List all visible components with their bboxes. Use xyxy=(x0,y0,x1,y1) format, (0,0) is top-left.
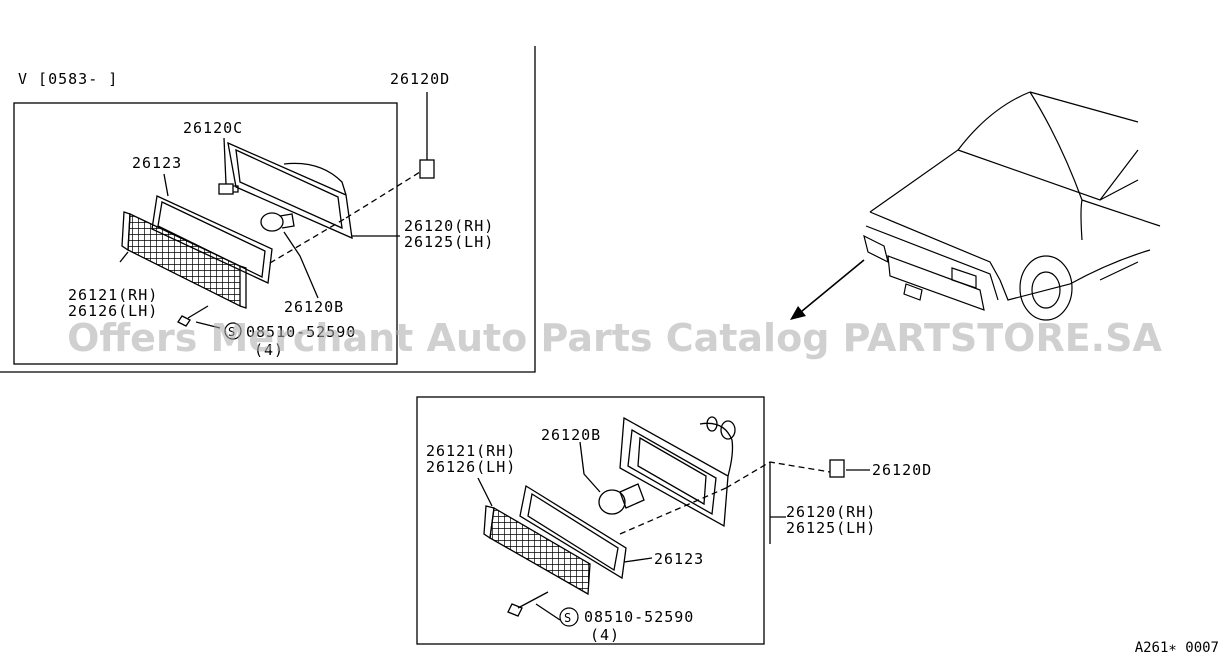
upper-clip xyxy=(419,159,435,179)
lower-clip xyxy=(829,459,845,478)
upper-leaders xyxy=(119,92,428,329)
lower-label-lens-rh: 26121(RH) xyxy=(426,442,516,460)
lower-label-screw: 08510-52590 xyxy=(584,608,694,626)
upper-screw xyxy=(177,305,209,327)
upper-standard-part-icon xyxy=(224,322,242,340)
lower-labels: 26120B 26121(RH) 26126(LH) 26120D 26120(… xyxy=(426,426,932,644)
lower-dashed-links xyxy=(619,461,831,535)
lower-bulb xyxy=(598,483,645,515)
upper-label-bulb: 26120B xyxy=(284,298,344,316)
upper-socket xyxy=(218,183,239,195)
diagram-code: A261∗ 0007 xyxy=(1134,640,1219,656)
upper-labels: V [0583- ] 26120D 26120C 26123 26120(RH)… xyxy=(18,70,494,359)
upper-label-screw: 08510-52590 xyxy=(246,323,356,341)
lower-leaders xyxy=(477,441,870,621)
lower-lens-grille xyxy=(483,505,591,596)
upper-panel xyxy=(0,46,536,373)
upper-gasket xyxy=(151,195,273,284)
car-illustration xyxy=(863,91,1161,321)
upper-label-lens-rh: 26121(RH) xyxy=(68,286,158,304)
upper-label-screw-qty: (4) xyxy=(254,341,284,359)
upper-label-lens-lh: 26126(LH) xyxy=(68,302,158,320)
lower-screw xyxy=(507,591,549,617)
lower-housing xyxy=(619,416,736,528)
upper-label-socket: 26120C xyxy=(183,119,243,137)
lower-label-screw-qty: (4) xyxy=(590,626,620,644)
lower-label-lens-lh: 26126(LH) xyxy=(426,458,516,476)
lower-label-bulb: 26120B xyxy=(541,426,601,444)
upper-standard-symbol: S xyxy=(228,325,236,339)
lower-label-clip: 26120D xyxy=(872,461,932,479)
upper-dashed-links xyxy=(269,171,421,264)
lower-gasket xyxy=(519,484,627,580)
location-arrow-head xyxy=(790,306,806,320)
upper-housing xyxy=(227,141,353,240)
lower-standard-symbol: S xyxy=(564,611,572,625)
upper-bulb xyxy=(260,212,295,232)
upper-label-clip: 26120D xyxy=(390,70,450,88)
variant-label: V [0583- ] xyxy=(18,70,118,88)
upper-label-housing-rh: 26120(RH) xyxy=(404,217,494,235)
lower-standard-part-icon xyxy=(559,607,579,627)
location-arrow xyxy=(795,259,865,317)
upper-outer-frame xyxy=(0,46,536,373)
lower-label-housing-rh: 26120(RH) xyxy=(786,503,876,521)
upper-inner-box xyxy=(13,102,398,365)
lower-label-housing-lh: 26125(LH) xyxy=(786,519,876,537)
upper-label-housing-lh: 26125(LH) xyxy=(404,233,494,251)
upper-label-gasket: 26123 xyxy=(132,154,182,172)
lower-panel xyxy=(416,396,870,645)
lower-box xyxy=(416,396,765,645)
lower-label-gasket: 26123 xyxy=(654,550,704,568)
